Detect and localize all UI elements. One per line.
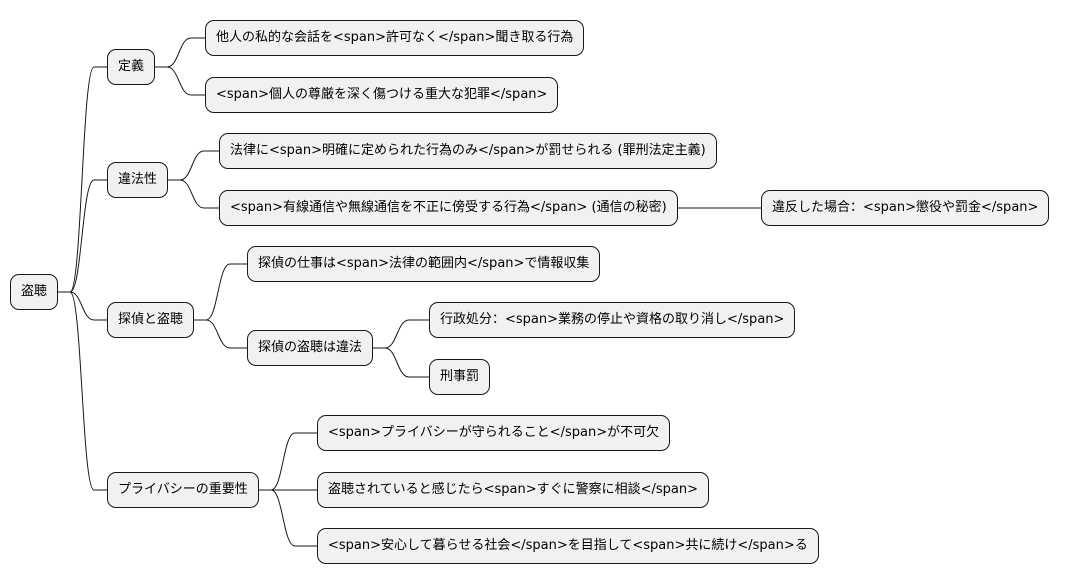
branch-definition: 定義 bbox=[107, 49, 156, 85]
connector-definition-item-1 bbox=[155, 37, 205, 68]
connector-detective-item-1 bbox=[194, 263, 247, 321]
connector-detective-criminal-penalty bbox=[373, 347, 429, 378]
illegality-item-1: 法律に<span>明確に定められた行為のみ</span>が罰せられる (罪刑法定… bbox=[219, 133, 717, 169]
detective-item-2: 探偵の盗聴は違法 bbox=[247, 330, 374, 366]
connector-privacy-item-1 bbox=[259, 432, 317, 491]
detective-criminal-penalty: 刑事罰 bbox=[429, 359, 491, 395]
connector-illegality-item-1 bbox=[168, 150, 219, 181]
connector-detective-administrative-penalty bbox=[373, 319, 429, 349]
definition-item-2: <span>個人の尊厳を深く傷つける重大な犯罪</span> bbox=[205, 77, 559, 113]
connector-branch-detective-wiretap bbox=[58, 291, 107, 321]
privacy-item-2: 盗聴されていると感じたら<span>すぐに警察に相談</span> bbox=[317, 472, 710, 508]
branch-detective-wiretap: 探偵と盗聴 bbox=[107, 302, 195, 338]
connector-branch-privacy-importance bbox=[58, 291, 107, 491]
connector-detective-item-2 bbox=[194, 319, 247, 349]
root-node: 盗聴 bbox=[10, 274, 59, 310]
privacy-item-1: <span>プライバシーが守られること</span>が不可欠 bbox=[317, 415, 671, 451]
connector-branch-definition bbox=[58, 66, 107, 293]
connector-branch-illegality bbox=[58, 179, 107, 293]
connector-definition-item-2 bbox=[155, 66, 205, 96]
branch-privacy-importance: プライバシーの重要性 bbox=[107, 472, 259, 508]
illegality-item-2: <span>有線通信や無線通信を不正に傍受する行為</span> (通信の秘密) bbox=[219, 190, 678, 226]
connector-privacy-item-3 bbox=[259, 489, 317, 547]
illegality-penalty: 違反した場合：<span>懲役や罰金</span> bbox=[761, 190, 1050, 226]
connector-illegality-item-2 bbox=[168, 179, 219, 209]
branch-illegality: 違法性 bbox=[107, 162, 169, 198]
detective-item-1: 探偵の仕事は<span>法律の範囲内</span>で情報収集 bbox=[247, 246, 601, 282]
detective-administrative-penalty: 行政処分：<span>業務の停止や資格の取り消し</span> bbox=[429, 302, 796, 338]
definition-item-1: 他人の私的な会話を<span>許可なく</span>聞き取る行為 bbox=[205, 20, 585, 56]
privacy-item-3: <span>安心して暮らせる社会</span>を目指して<span>共に続け</… bbox=[317, 528, 819, 564]
